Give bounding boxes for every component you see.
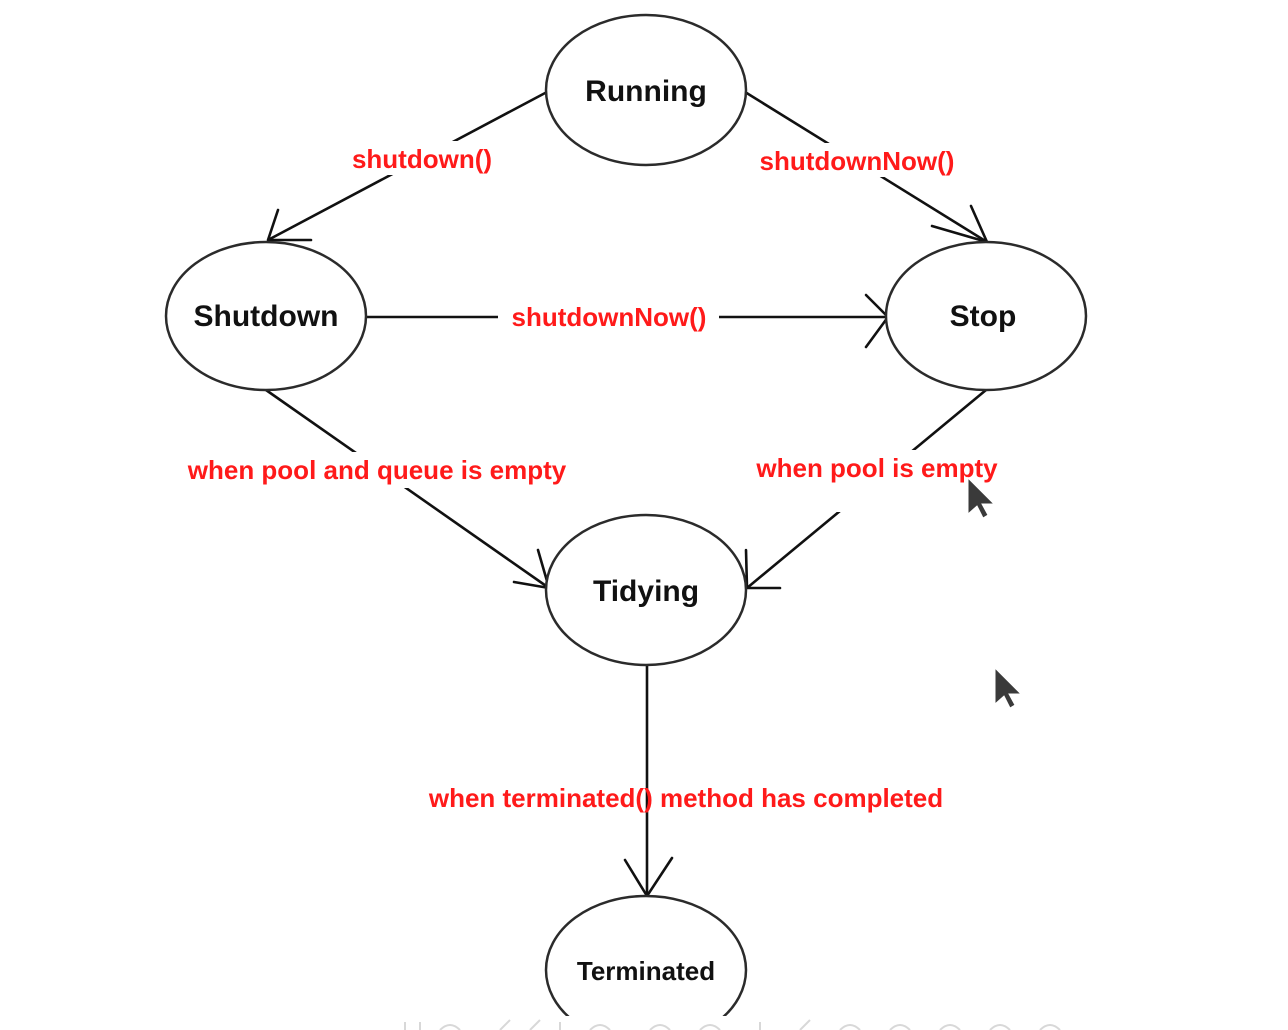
state-tidying-label: Tidying [593,575,699,608]
state-shutdown: Shutdown [164,240,368,392]
svg-text:when terminated() method has c: when terminated() method has completed [428,783,943,813]
edge-shutdown-to-tidying [265,388,551,590]
mouse-pointer-icon [967,476,996,519]
watermark [398,1016,1078,1030]
state-tidying: Tidying [544,513,748,667]
state-stop: Stop [884,240,1088,392]
edge-tidying-to-terminated [623,665,674,898]
state-shutdown-label: Shutdown [194,300,339,333]
svg-text:shutdownNow(): shutdownNow() [760,146,955,176]
label-stop-to-tidying: when pool is empty [744,450,1012,512]
state-running: Running [544,13,748,167]
label-tidying-to-terminated: when terminated() method has completed [428,783,943,813]
state-terminated: Terminated [544,894,748,1030]
state-running-label: Running [585,75,707,108]
svg-text:shutdownNow(): shutdownNow() [512,302,707,332]
svg-text:when pool is empty: when pool is empty [755,453,998,483]
label-running-to-shutdown: shutdown() [343,141,501,175]
state-stop-label: Stop [950,300,1017,333]
mouse-pointer-icon [994,666,1023,709]
label-running-to-stop: shutdownNow() [750,143,965,177]
svg-text:shutdown(): shutdown() [352,144,492,174]
state-terminated-label: Terminated [577,956,715,986]
svg-text:when pool and queue is empty: when pool and queue is empty [187,455,567,485]
label-shutdown-to-tidying: when pool and queue is empty [170,452,584,488]
label-shutdown-to-stop: shutdownNow() [498,299,719,333]
